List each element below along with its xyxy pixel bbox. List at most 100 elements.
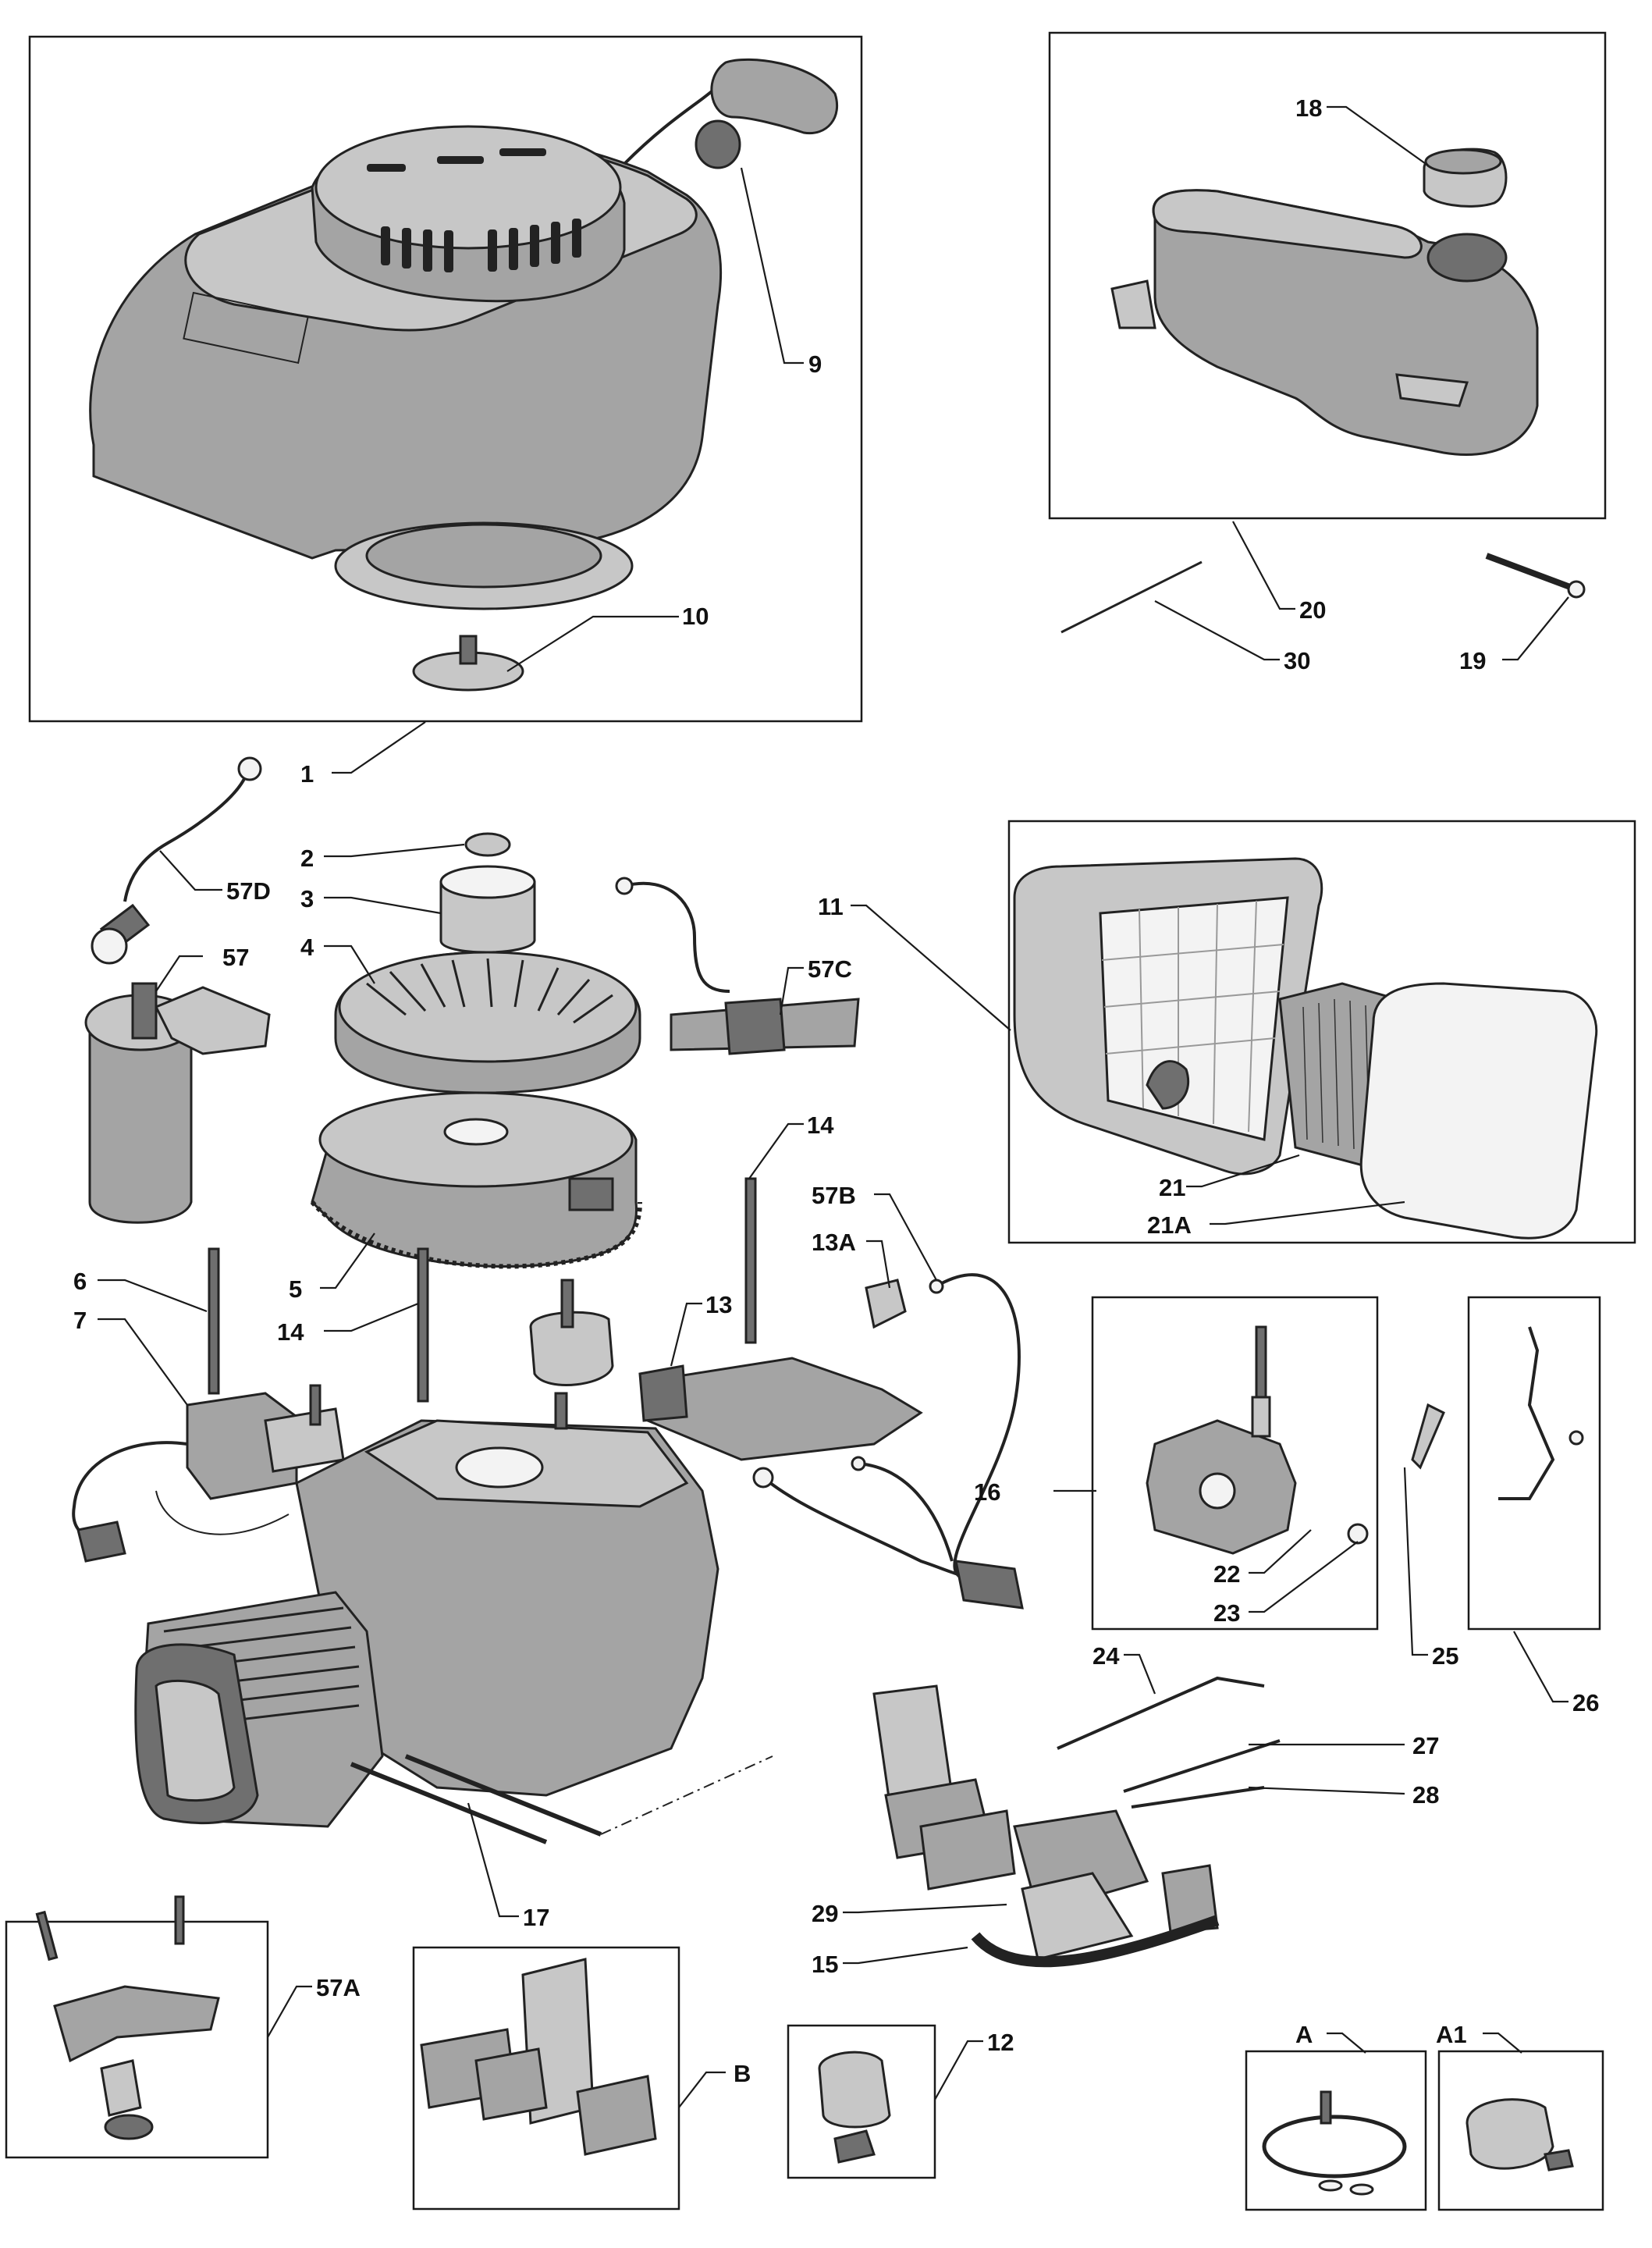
- leader-10: [506, 615, 679, 672]
- frame-air-filter: [1007, 820, 1636, 1244]
- choke-rod-27: [1123, 1739, 1281, 1793]
- leader-14-left: [324, 1302, 419, 1332]
- cooling-fan-top: [338, 951, 638, 1063]
- callout-57D: 57D: [226, 877, 271, 905]
- callout-30: 30: [1284, 647, 1310, 674]
- kit-A-box: [1245, 2032, 1427, 2211]
- stop-switch-13: [638, 1364, 688, 1422]
- callout-57: 57: [222, 944, 249, 971]
- callout-12: 12: [987, 2029, 1014, 2056]
- tank-bolt: [1060, 560, 1203, 634]
- fuel-hose-15: [971, 1915, 1220, 1968]
- part-12-box: [787, 2024, 983, 2179]
- leader-20: [1232, 521, 1295, 610]
- flywheel-magnet: [568, 1177, 614, 1211]
- frame-B: [412, 1946, 680, 2211]
- callout-9: 9: [808, 350, 822, 378]
- callout-24: 24: [1092, 1642, 1120, 1670]
- frame-governor: [1091, 1296, 1379, 1631]
- microswitch-13A: [865, 1279, 907, 1329]
- callout-13: 13: [705, 1291, 732, 1318]
- spark-plug-cap: [76, 1521, 126, 1563]
- callout-10: 10: [682, 603, 709, 630]
- tank-pin: [1485, 553, 1578, 592]
- kit-A-washer-1: [1318, 2179, 1343, 2192]
- starter-motor: [88, 1017, 193, 1224]
- head-bolt-1: [350, 1762, 548, 1844]
- starter-cable: [123, 768, 250, 902]
- callout-2: 2: [300, 845, 314, 872]
- stud-14: [417, 1247, 429, 1403]
- carb-gasket-2: [919, 1809, 1016, 1891]
- starter-bracket-57A: [53, 1985, 220, 2063]
- callout-6: 6: [73, 1268, 87, 1295]
- ignition-ground-wire: [155, 1490, 290, 1535]
- air-filter-box: [851, 820, 1636, 1244]
- flywheel-ring-gear: [310, 1200, 642, 1269]
- leader-6: [98, 1279, 208, 1313]
- control-bracket: [642, 1357, 923, 1461]
- crank-boss: [455, 1446, 544, 1489]
- callout-23: 23: [1213, 1599, 1240, 1627]
- fuel-tank-neck: [1426, 233, 1508, 283]
- governor-spring: [1251, 1396, 1271, 1438]
- fuel-cap-top: [1424, 148, 1502, 175]
- ignition-group: [72, 1247, 429, 1563]
- governor-box: [1053, 1296, 1379, 1631]
- callout-4: 4: [300, 934, 314, 961]
- callout-21: 21: [1159, 1174, 1185, 1201]
- flywheel-nut: [464, 832, 511, 857]
- harness-57B-terminal: [929, 1279, 944, 1294]
- callout-16: 16: [974, 1478, 1000, 1506]
- callout-19: 19: [1459, 647, 1486, 674]
- leader-A: [1327, 2032, 1366, 2054]
- ignition-coil-core: [264, 1407, 345, 1473]
- callout-A1: A1: [1436, 2021, 1467, 2048]
- flywheel-hub: [443, 1118, 509, 1146]
- leader-17: [467, 1802, 519, 1918]
- starter-assembly-box: [28, 35, 863, 723]
- leader-57D: [159, 850, 222, 891]
- leader-30: [1154, 600, 1280, 661]
- kit-A1-box: [1437, 2032, 1604, 2211]
- gasket-set-box: [412, 1946, 726, 2211]
- air-filter-knob: [1146, 1060, 1190, 1110]
- leader-29: [843, 1903, 1007, 1914]
- callout-18: 18: [1295, 94, 1322, 122]
- harness-57B-wire: [940, 1273, 1021, 1578]
- fuel-tank-box: [1048, 31, 1607, 661]
- starter-handle: [710, 58, 839, 135]
- flywheel-group: [310, 832, 642, 1289]
- throttle-nut: [1569, 1430, 1584, 1446]
- callout-11: 11: [818, 893, 844, 920]
- governor-rod-24: [1057, 1676, 1265, 1750]
- starter-cup-top: [439, 865, 536, 899]
- callout-B: B: [734, 2060, 751, 2087]
- throttle-lever: [1498, 1326, 1555, 1500]
- starter-dome-top: [314, 125, 622, 250]
- frame-starter: [28, 35, 863, 723]
- spark-plug-lead: [72, 1441, 188, 1539]
- callout-5: 5: [289, 1275, 302, 1303]
- engine-mount-bolt-2: [554, 1392, 568, 1430]
- governor-pivot: [1199, 1472, 1236, 1510]
- gasket-B-3: [576, 2075, 657, 2156]
- stud-14-right: [744, 1177, 757, 1344]
- throttle-box: [1403, 1296, 1601, 1703]
- leader-22: [1249, 1529, 1312, 1574]
- callout-57B: 57B: [812, 1182, 856, 1209]
- callout-29: 29: [812, 1900, 838, 1927]
- intake-axis-line: [600, 1755, 773, 1835]
- starter-bracket: [154, 986, 271, 1055]
- coil-stud: [208, 1247, 220, 1395]
- leader-57A: [267, 1985, 312, 2038]
- leader-12: [934, 2040, 983, 2100]
- leader-14-right: [748, 1122, 804, 1179]
- leader-57B: [874, 1193, 937, 1281]
- leader-15: [843, 1946, 968, 1965]
- gasket-B-2: [474, 2047, 548, 2121]
- callout-1: 1: [300, 760, 314, 788]
- cover-vents: [367, 148, 581, 272]
- kit-A-needle: [1320, 2090, 1332, 2125]
